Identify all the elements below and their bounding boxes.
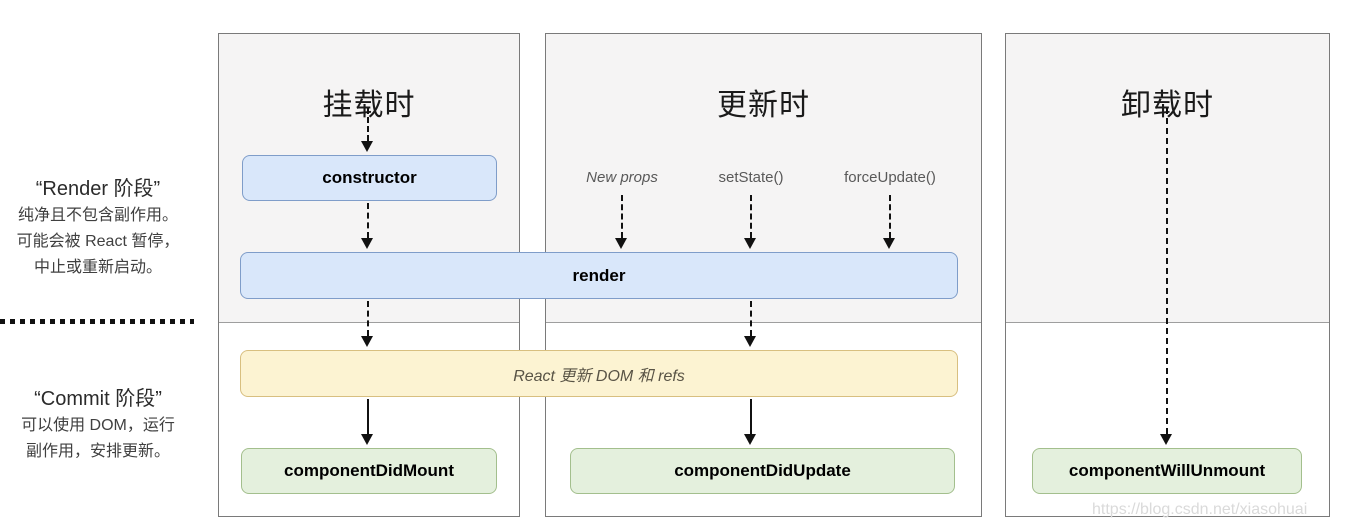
arrowhead-icon <box>744 434 756 445</box>
watermark-url: https://blog.csdn.net/xiasohuai <box>1092 501 1308 518</box>
arrow-mount-to-constructor <box>367 108 369 141</box>
trigger-setstate-label: setState() <box>718 169 784 186</box>
arrow-new-props-to-render <box>621 195 623 238</box>
commit-phase-line: 副作用，安排更新。 <box>25 443 170 460</box>
constructor-box: constructor <box>242 155 497 201</box>
trigger-new-props-label: New props <box>586 169 658 186</box>
arrow-unmount-to-will-unmount <box>1166 108 1168 434</box>
arrowhead-icon <box>1160 434 1172 445</box>
component-did-mount-box: componentDidMount <box>241 448 497 494</box>
trigger-forceupdate-label: forceUpdate() <box>844 169 936 186</box>
arrowhead-icon <box>361 141 373 152</box>
arrow-render-to-dom-update-mount <box>367 301 369 336</box>
arrow-setstate-to-render <box>750 195 752 238</box>
component-did-update-box: componentDidUpdate <box>570 448 955 494</box>
arrowhead-icon <box>361 434 373 445</box>
arrow-constructor-to-render <box>367 203 369 238</box>
react-updates-dom-refs-box: React 更新 DOM 和 refs <box>240 350 958 397</box>
arrow-dom-update-to-did-update <box>750 399 752 434</box>
arrow-dom-update-to-did-mount <box>367 399 369 434</box>
commit-phase-description: 可以使用 DOM，运行 副作用，安排更新。 <box>0 413 196 465</box>
arrow-forceupdate-to-render <box>889 195 891 238</box>
commit-phase-line: 可以使用 DOM，运行 <box>21 417 175 434</box>
render-phase-line: 纯净且不包含副作用。 <box>17 207 178 224</box>
arrowhead-icon <box>361 238 373 249</box>
arrowhead-icon <box>744 238 756 249</box>
arrowhead-icon <box>883 238 895 249</box>
render-phase-line: 中止或重新启动。 <box>33 259 162 276</box>
render-phase-title: “Render 阶段” <box>35 178 161 200</box>
column-updating-title: 更新时 <box>717 89 810 122</box>
render-phase-line: 可能会被 React 暂停， <box>16 233 180 250</box>
component-will-unmount-box: componentWillUnmount <box>1032 448 1302 494</box>
phase-divider-dotted-line <box>0 319 194 324</box>
arrowhead-icon <box>744 336 756 347</box>
render-box: render <box>240 252 958 299</box>
arrowhead-icon <box>615 238 627 249</box>
column-mounting-title: 挂载时 <box>322 89 416 122</box>
arrow-render-to-dom-update-update <box>750 301 752 336</box>
arrowhead-icon <box>361 336 373 347</box>
commit-phase-title: “Commit 阶段” <box>34 388 162 410</box>
render-phase-description: 纯净且不包含副作用。 可能会被 React 暂停， 中止或重新启动。 <box>0 203 196 281</box>
